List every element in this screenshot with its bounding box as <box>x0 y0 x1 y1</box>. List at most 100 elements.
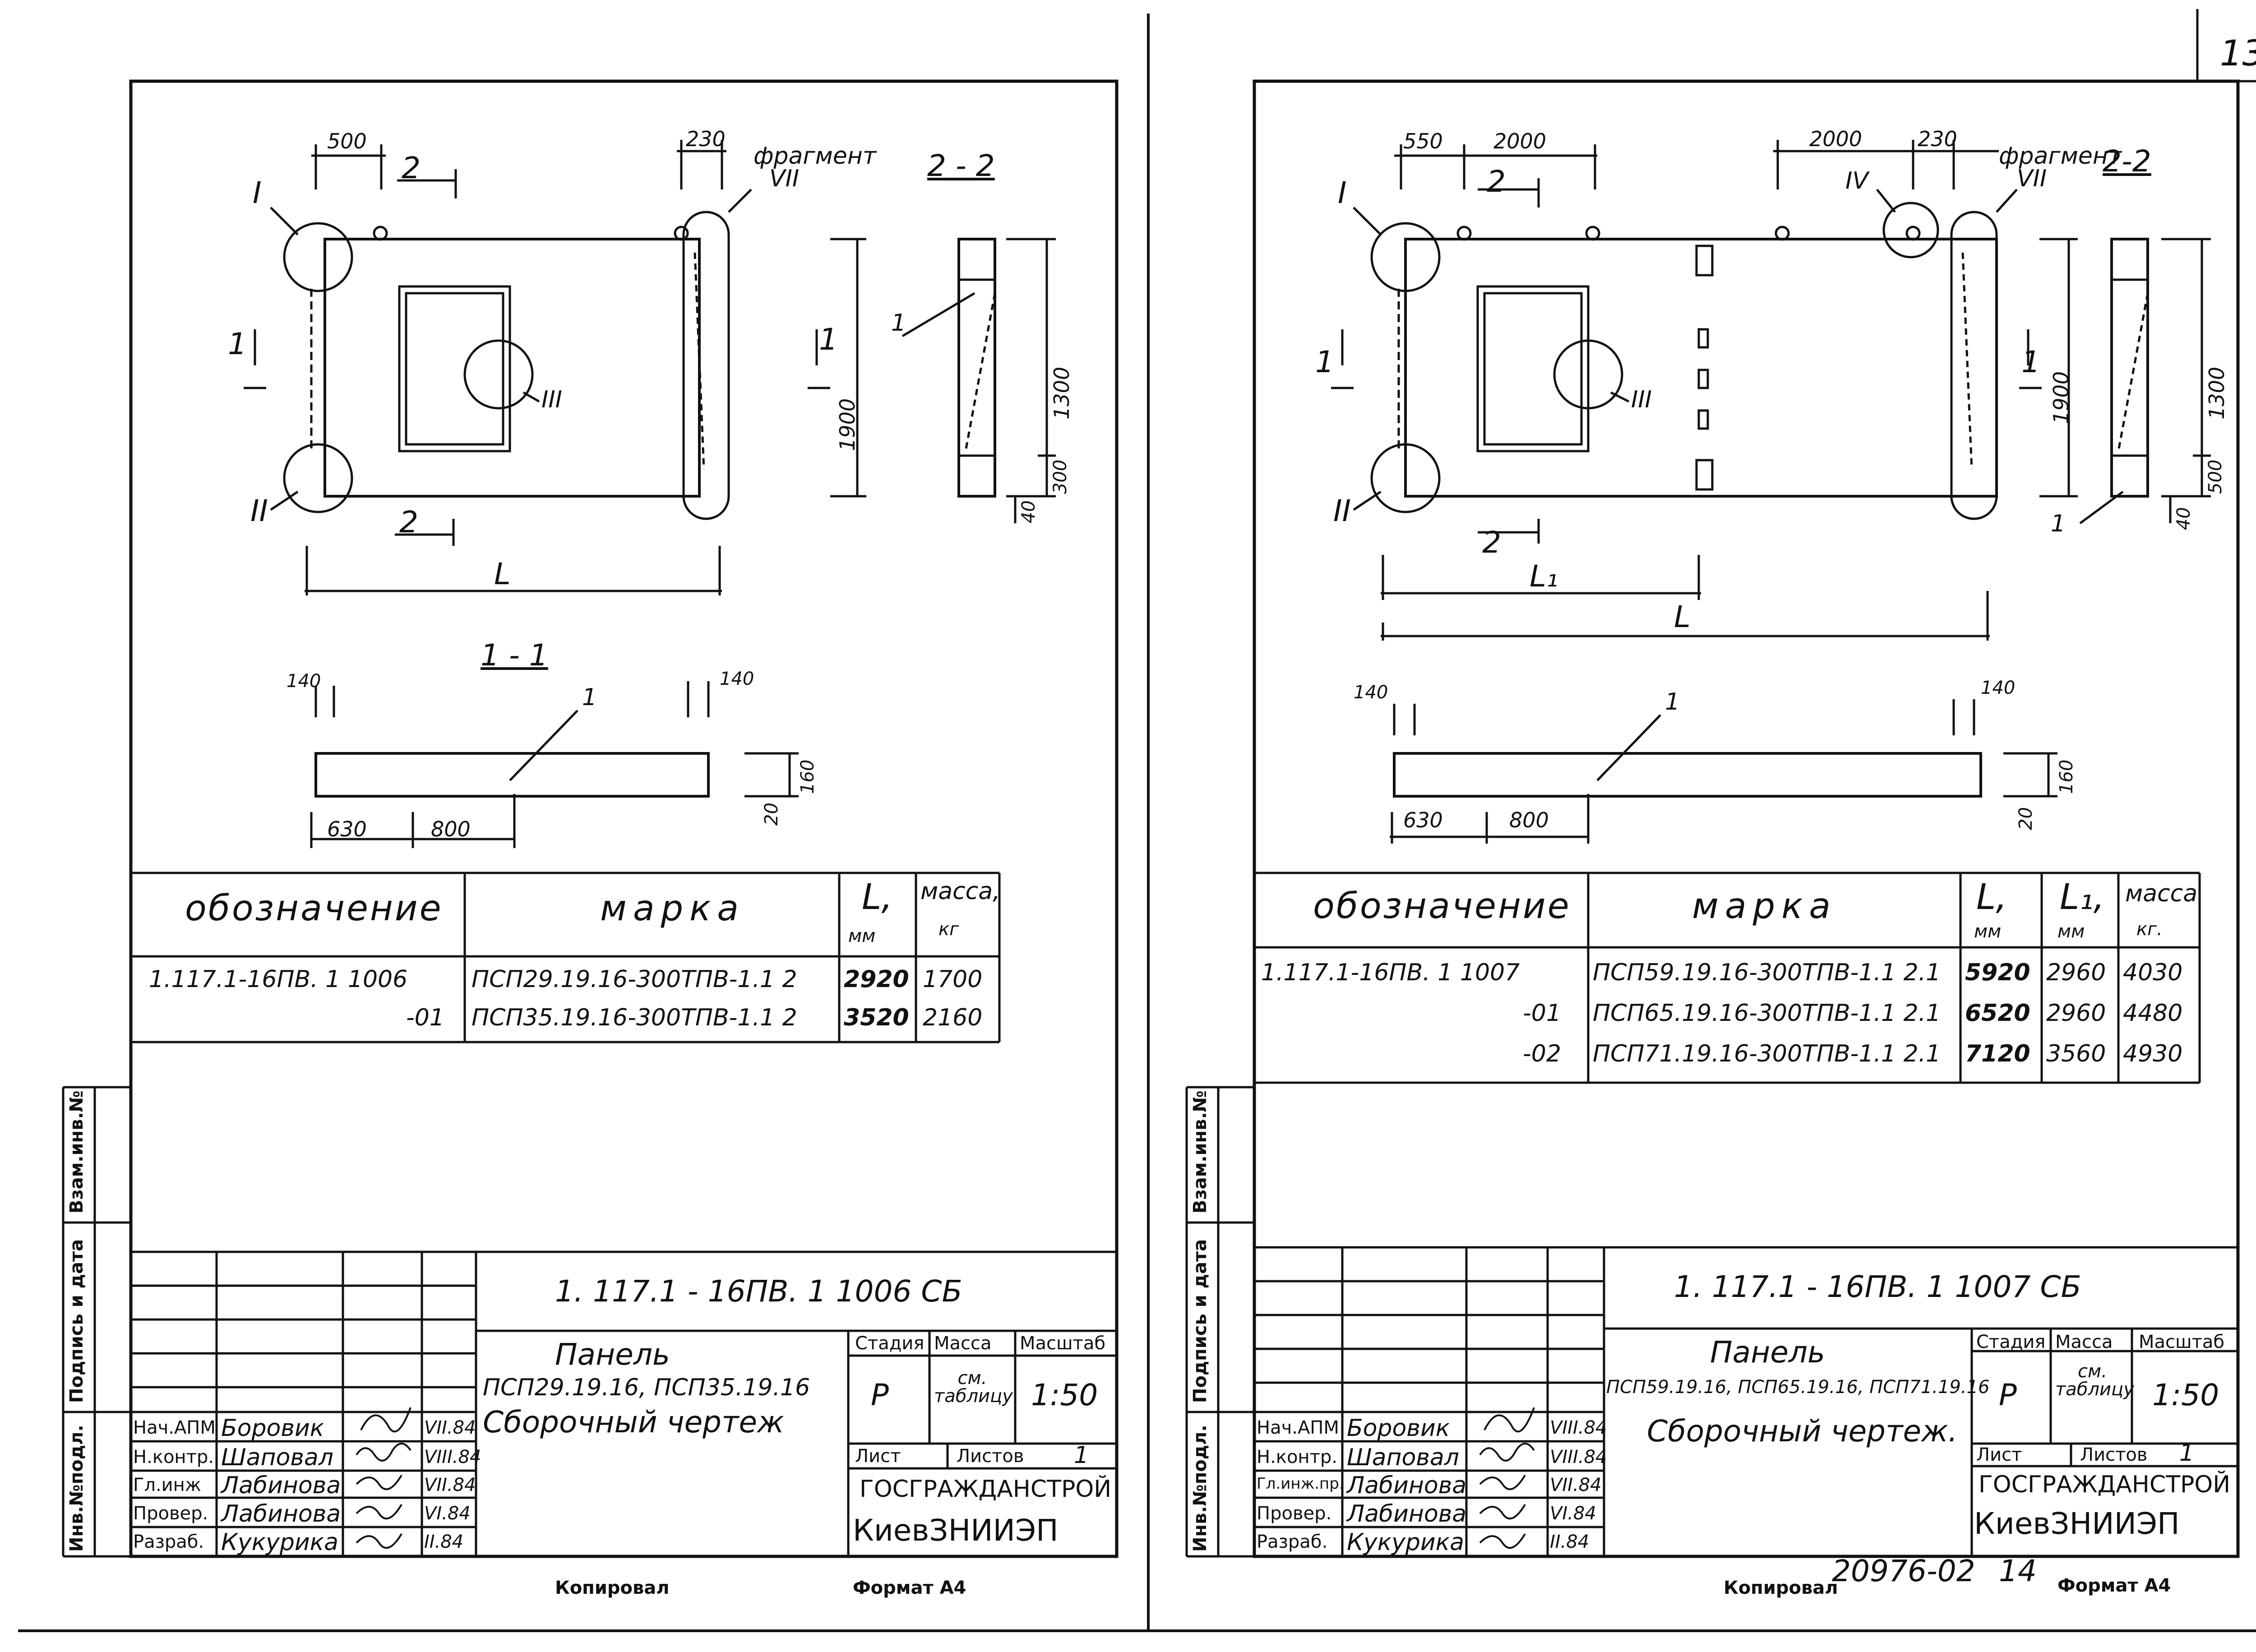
table-header-L1-unit: мм <box>2057 921 2085 942</box>
tb-sheets-header: Листов <box>2080 1444 2148 1465</box>
sig-role: Разраб. <box>1257 1532 1328 1552</box>
cut-marker-1-right: 1 <box>2021 345 2040 379</box>
row-mark: ПСП65.19.16-300ТПВ-1.1 2.1 <box>1593 1000 1941 1027</box>
sig-date: VII.84 <box>1550 1475 1602 1495</box>
title-block-code: 1. 117.1 - 16ПВ. 1 1007 СБ <box>1674 1269 2081 1304</box>
table-header-mass-unit: кг <box>938 919 959 940</box>
row-L1: 2960 <box>2046 959 2106 986</box>
dim-1900: 1900 <box>2049 371 2073 424</box>
dim-140-right: 140 <box>1981 678 2016 698</box>
row-L: 3520 <box>844 1004 909 1031</box>
tb-scale: 1:50 <box>1031 1378 1098 1412</box>
tb-sheets-header: Листов <box>957 1446 1024 1467</box>
section-2-2-title: 2-2 <box>2103 144 2151 179</box>
dim-L: L <box>494 557 511 591</box>
fragment-label-III: III <box>541 386 563 413</box>
row-mark: ПСП71.19.16-300ТПВ-1.1 2.1 <box>1593 1040 1941 1067</box>
dim-1300: 1300 <box>2205 366 2229 420</box>
right-plan-view <box>1331 140 2078 641</box>
sig-name: Лабинова <box>1347 1472 1467 1499</box>
title-block-name-3: Сборочный чертеж <box>483 1405 784 1440</box>
row-L: 5920 <box>1965 959 2030 986</box>
tb-scale: 1:50 <box>2152 1378 2219 1412</box>
title-block-name-1: Панель <box>1710 1335 1825 1370</box>
fragment-label-VII: VII <box>769 165 800 192</box>
tb-org-1: ГОСГРАЖДАНСТРОЙ <box>860 1476 1112 1503</box>
dim-630: 630 <box>1403 808 1443 832</box>
tb-stage: Р <box>871 1378 889 1412</box>
sig-date: II.84 <box>1550 1532 1590 1552</box>
tb-org-2: КиевЗНИИЭП <box>853 1513 1059 1548</box>
left-spec-table-lines <box>131 872 1001 1043</box>
tb-mass: см. таблицу <box>934 1368 1013 1407</box>
right-frame <box>1185 79 2240 1558</box>
left-section-2-2 <box>901 238 1056 523</box>
cut-marker-2-bottom: 2 <box>1482 525 1501 560</box>
stamp-inv-orig: Инв.№подл. <box>1190 1425 1211 1552</box>
dim-500: 500 <box>327 129 367 153</box>
row-mark: ПСП29.19.16-300ТПВ-1.1 2 <box>472 966 797 993</box>
table-header-L-unit: мм <box>1974 921 2002 942</box>
table-header-designation: обозначение <box>185 888 443 929</box>
tb-sheet-header: Лист <box>855 1446 901 1467</box>
dim-230: 230 <box>1918 127 1957 151</box>
tb-stage: Р <box>1999 1378 2017 1412</box>
dim-20: 20 <box>2016 807 2036 830</box>
fragment-label-I: I <box>253 175 262 210</box>
footer-order-sheet: 14 <box>1999 1554 2037 1588</box>
sig-role: Н.контр. <box>1257 1447 1337 1467</box>
sig-date: II.84 <box>424 1532 464 1552</box>
dim-550: 550 <box>1403 129 1443 153</box>
cut-marker-1-right: 1 <box>819 322 838 357</box>
position-1-section: 1 <box>2051 510 2066 537</box>
dim-800: 800 <box>1509 808 1549 832</box>
sig-date: VI.84 <box>424 1503 471 1524</box>
dim-160: 160 <box>797 759 818 794</box>
sig-name: Шаповал <box>1347 1444 1460 1471</box>
table-header-designation: обозначение <box>1313 886 1571 927</box>
sig-name: Лабинова <box>221 1472 341 1499</box>
left-frame <box>62 79 1119 1558</box>
dim-230: 230 <box>686 127 726 151</box>
dim-2000-left: 2000 <box>1493 129 1547 153</box>
row-mark: ПСП35.19.16-300ТПВ-1.1 2 <box>472 1004 797 1031</box>
page-number: 13 <box>2220 33 2256 74</box>
left-plan-view <box>244 140 866 595</box>
row-mass: 2160 <box>923 1004 983 1031</box>
dim-1900: 1900 <box>835 398 860 451</box>
row-L1: 2960 <box>2046 1000 2106 1027</box>
position-1-section: 1 <box>891 309 906 337</box>
row-designation: 1.117.1-16ПВ. 1 1006 <box>149 966 408 993</box>
stamp-replace-inv: Взам.инв.№ <box>1190 1090 1211 1214</box>
dim-L1: L₁ <box>1530 559 1558 594</box>
cut-marker-2-top: 2 <box>1487 164 1506 199</box>
dim-40: 40 <box>2173 507 2194 530</box>
fragment-label-II: II <box>1333 494 1351 528</box>
sig-role: Нач.АПМ <box>1257 1417 1339 1438</box>
row-L: 7120 <box>1965 1040 2030 1067</box>
table-header-L1: L₁, <box>2060 877 2105 918</box>
sig-name: Лабинова <box>221 1500 341 1527</box>
fragment-word: фрагмент <box>754 143 877 170</box>
table-header-L: L, <box>862 877 893 918</box>
row-L: 2920 <box>844 966 909 993</box>
tb-mass-header: Масса <box>934 1333 992 1354</box>
stamp-inv-orig: Инв.№подл. <box>66 1425 87 1552</box>
sig-name: Шаповал <box>221 1444 334 1471</box>
sig-name: Боровик <box>221 1415 324 1442</box>
sig-name: Кукурика <box>1347 1529 1464 1556</box>
fragment-label-IV: IV <box>1845 167 1868 194</box>
table-header-L: L, <box>1976 877 2007 918</box>
row-designation: 1.117.1-16ПВ. 1 1007 <box>1261 959 1520 986</box>
dim-L: L <box>1674 600 1691 634</box>
tb-sheets: 1 <box>2179 1440 2195 1467</box>
sig-date: VII.84 <box>424 1417 476 1438</box>
tb-org-1: ГОСГРАЖДАНСТРОЙ <box>1979 1471 2231 1498</box>
title-block-name-2: ПСП59.19.16, ПСП65.19.16, ПСП71.19.16 <box>1606 1377 1990 1398</box>
right-spec-table-lines <box>1254 872 2201 1084</box>
sig-date: VIII.84 <box>424 1447 481 1467</box>
dim-140-left: 140 <box>1354 682 1388 703</box>
dim-140-right: 140 <box>720 669 754 689</box>
